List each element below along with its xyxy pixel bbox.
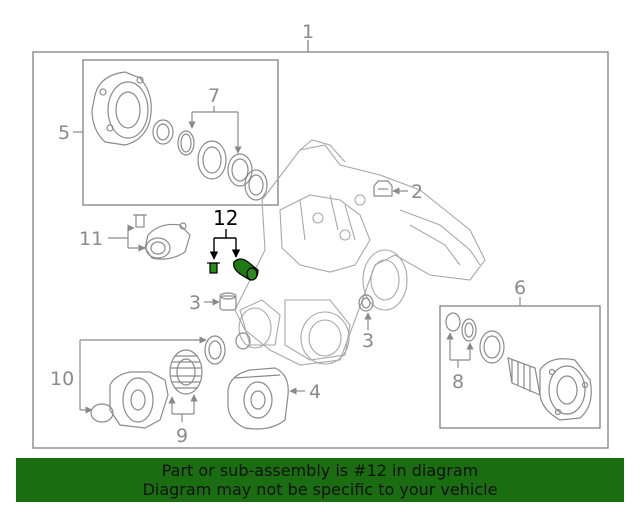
- assembly-frame: [32, 40, 609, 449]
- part-3-bushing-right: [358, 294, 374, 312]
- callout-3-left: 3: [189, 292, 201, 314]
- callout-11: 11: [79, 228, 103, 250]
- part-5-cover-assembly: [91, 71, 268, 201]
- callout-12: 12: [213, 206, 238, 230]
- leader-12: [209, 229, 241, 260]
- part-10-pinion-assembly: [90, 332, 251, 429]
- leader-10: [79, 336, 207, 414]
- callout-2: 2: [411, 181, 423, 203]
- notice-banner: Part or sub-assembly is #12 in diagram D…: [16, 458, 624, 502]
- leader-8: [446, 332, 474, 368]
- leader-7: [188, 106, 242, 154]
- differential-carrier: [234, 139, 486, 366]
- part-12-sensor-highlight: [207, 258, 259, 281]
- callout-1: 1: [302, 21, 314, 43]
- part-11-actuator: [133, 214, 191, 260]
- callout-5: 5: [58, 122, 70, 144]
- part-2-plug: [373, 180, 393, 197]
- callout-8: 8: [452, 371, 464, 393]
- leader-9: [168, 394, 198, 422]
- subgroup-box-6: [439, 305, 601, 429]
- callout-6: 6: [514, 277, 526, 299]
- leader-11: [108, 224, 146, 252]
- banner-line-1: Part or sub-assembly is #12 in diagram: [161, 461, 479, 480]
- part-6-flange-assembly: [445, 312, 592, 421]
- callout-7: 7: [208, 85, 220, 107]
- banner-line-2: Diagram may not be specific to your vehi…: [142, 480, 498, 499]
- part-4-mount: [227, 367, 289, 430]
- part-3-bushing-left: [219, 292, 237, 311]
- callout-10: 10: [50, 368, 74, 390]
- callout-3-right: 3: [362, 330, 374, 352]
- callout-4: 4: [309, 381, 321, 403]
- parts-diagram: 1 2 3 3 4 5 6 7 8 9 10 11 12: [32, 21, 609, 449]
- callout-9: 9: [176, 425, 188, 447]
